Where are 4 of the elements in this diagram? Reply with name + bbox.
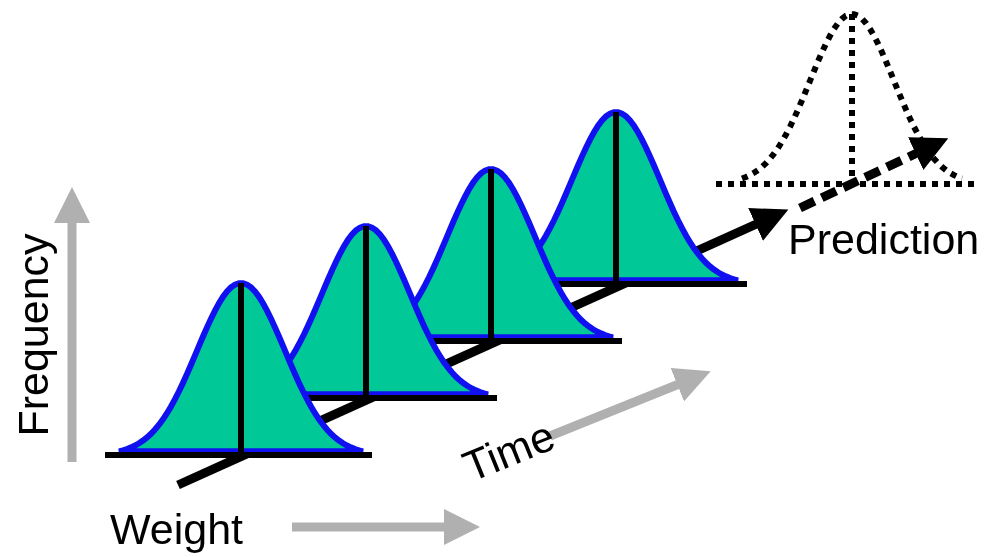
- prediction-label: Prediction: [788, 218, 980, 261]
- axis-label: Frequency: [11, 233, 55, 437]
- axis-label: Weight: [110, 508, 244, 551]
- axis-label: Time: [457, 413, 561, 490]
